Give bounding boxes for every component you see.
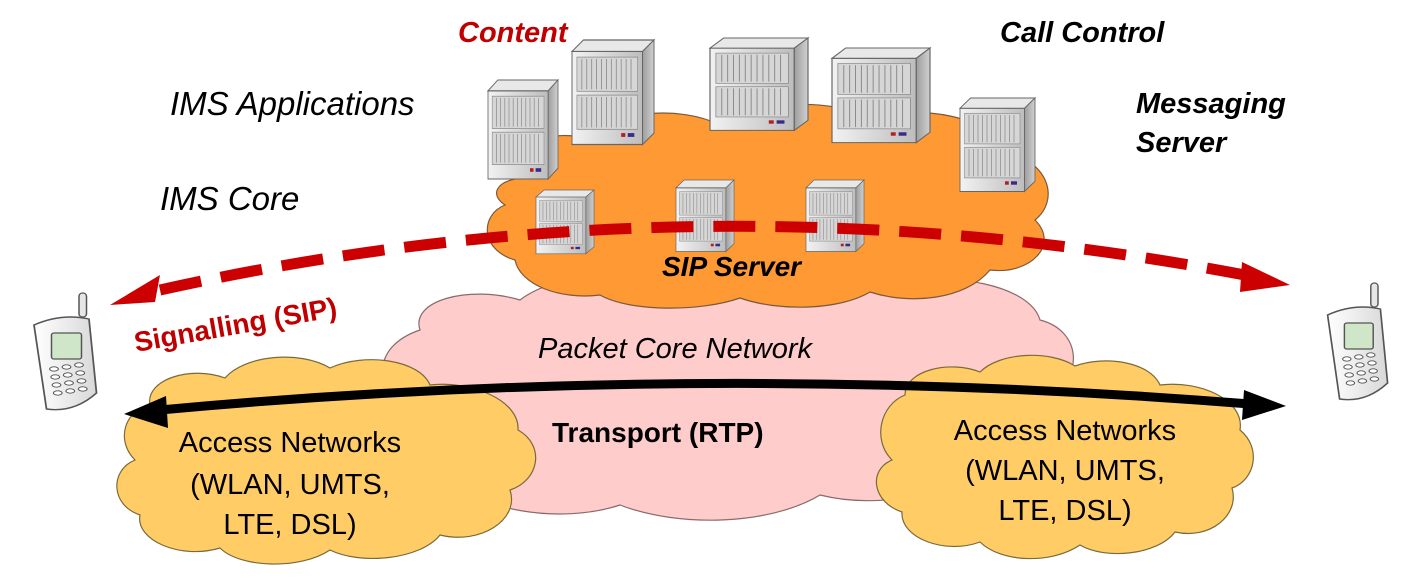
packet-core-label: Packet Core Network: [538, 333, 813, 365]
mobile-phone-icon-left: [33, 292, 98, 411]
signalling-label: Signalling (SIP): [132, 292, 340, 358]
ims-core-label: IMS Core: [160, 180, 299, 217]
sip-server-icon-2: [675, 179, 735, 252]
server-icon-1: [487, 79, 559, 180]
access-networks-label-left: Access Networks (WLAN, UMTS, LTE, DSL): [179, 427, 401, 541]
server-icon-5: [959, 97, 1036, 193]
sip-server-icon-1: [535, 189, 595, 255]
access-left-line2: (WLAN, UMTS,: [190, 469, 390, 501]
access-cloud-right: [875, 354, 1254, 560]
messaging-server-label-line2: Server: [1136, 127, 1228, 159]
access-left-line1: Access Networks: [179, 427, 401, 459]
transport-label: Transport (RTP): [552, 417, 764, 448]
sip-server-label: SIP Server: [662, 251, 803, 282]
content-label: Content: [458, 17, 569, 49]
mobile-phone-icon-right: [1326, 282, 1389, 401]
sip-server-icon-3: [805, 179, 865, 252]
server-icon-3: [709, 37, 809, 131]
sip-signalling-arrow: [110, 220, 1290, 305]
call-control-label: Call Control: [1000, 17, 1165, 49]
messaging-server-label-line1: Messaging: [1136, 88, 1286, 120]
server-icon-2: [571, 39, 655, 146]
ims-applications-label: IMS Applications: [170, 85, 415, 122]
access-right-line3: LTE, DSL): [998, 495, 1131, 527]
server-icon-4: [831, 47, 931, 144]
rtp-transport-arrow: [124, 378, 1286, 428]
access-networks-label-right: Access Networks (WLAN, UMTS, LTE, DSL): [954, 415, 1176, 527]
access-right-line2: (WLAN, UMTS,: [965, 455, 1165, 487]
access-right-line1: Access Networks: [954, 415, 1176, 447]
access-left-line3: LTE, DSL): [223, 509, 356, 541]
